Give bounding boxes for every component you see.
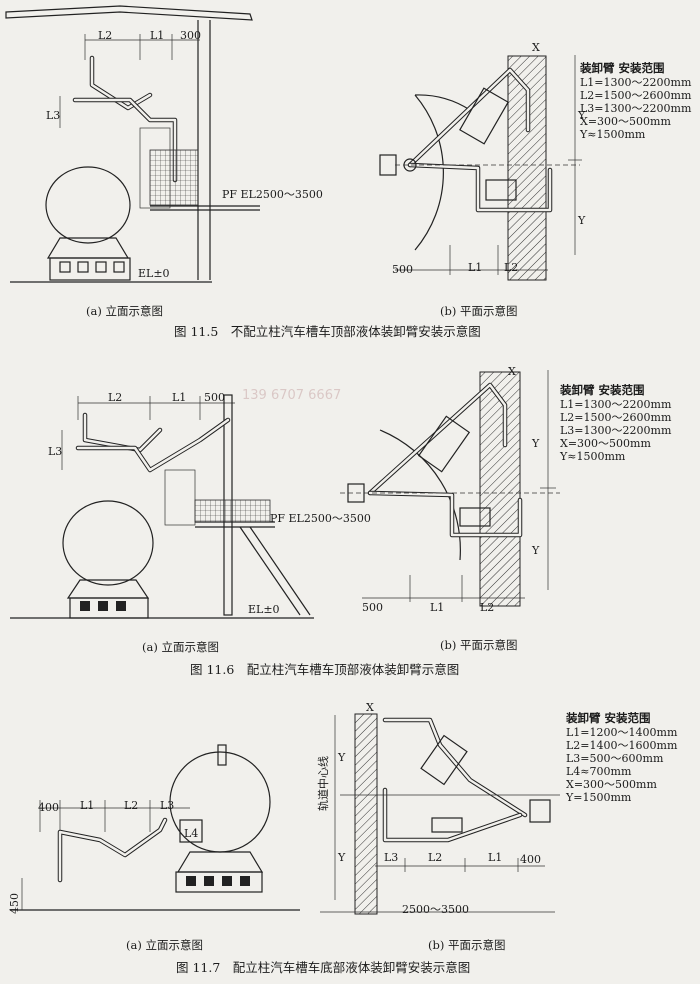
fig7-plan-drawing <box>320 713 560 915</box>
fig7-dim-400: 400 <box>38 801 59 814</box>
fig6-plan-L2: L2 <box>480 601 495 614</box>
fig5-dim-L1: L1 <box>150 29 165 42</box>
fig6-range-line: L1=1300～2200mm <box>560 398 672 411</box>
fig7-plan-y1: Y <box>338 751 346 764</box>
fig5-caption: 图 11.5 不配立柱汽车槽车顶部液体装卸臂安装示意图 <box>174 324 481 339</box>
fig7-caption: 图 11.7 配立柱汽车槽车底部液体装卸臂安装示意图 <box>176 960 471 975</box>
fig5-plan-L1: L1 <box>468 261 483 274</box>
fig6-platform-elevation: PF EL2500～3500 <box>270 512 371 525</box>
fig7-plan-L3: L3 <box>384 851 399 864</box>
fig5-install-range: 装卸臂 安装范围 L1=1300～2200mm L2=1500～2600mm L… <box>580 61 692 142</box>
fig5-range-line: X=300～500mm <box>580 115 671 128</box>
fig6-range-line: L2=1500～2600mm <box>560 411 672 424</box>
fig7-plan-L1: L1 <box>488 851 503 864</box>
fig6-range-line: L3=1300～2200mm <box>560 424 672 437</box>
fig6-plan-500: 500 <box>362 601 383 614</box>
fig6-plan-L1: L1 <box>430 601 445 614</box>
fig5-range-line: L3=1300～2200mm <box>580 102 692 115</box>
fig7-dim-L3: L3 <box>160 799 175 812</box>
fig6-plan-y2: Y <box>532 544 540 557</box>
fig5-range-line: L2=1500～2600mm <box>580 89 692 102</box>
fig7-range-line: L3=500～600mm <box>566 752 664 765</box>
fig7-plan-width: 2500～3500 <box>402 903 469 916</box>
fig6-elevation-drawing <box>10 394 314 619</box>
fig6-ground-elevation: EL±0 <box>248 603 280 616</box>
fig5-plan-x: X <box>532 41 540 54</box>
fig5-range-title: 装卸臂 安装范围 <box>580 61 665 75</box>
fig6-plan-y1: Y <box>532 437 540 450</box>
fig7-range-line: L2=1400～1600mm <box>566 739 678 752</box>
fig7-install-range: 装卸臂 安装范围 L1=1200～1400mm L2=1400～1600mm L… <box>566 711 678 805</box>
fig5-subcaption-a: (a) 立面示意图 <box>86 304 163 318</box>
fig7-range-title: 装卸臂 安装范围 <box>566 711 651 725</box>
fig6-plan-drawing <box>340 370 560 607</box>
fig6-caption: 图 11.6 配立柱汽车槽车顶部液体装卸臂示意图 <box>190 662 460 677</box>
fig7-elevation-drawing <box>10 744 300 911</box>
fig6-range-line: X=300～500mm <box>560 437 651 450</box>
fig6-range-title: 装卸臂 安装范围 <box>560 383 645 397</box>
fig6-plan-x: X <box>508 365 516 378</box>
fig7-subcaption-b: (b) 平面示意图 <box>428 938 506 952</box>
fig7-plan-400: 400 <box>520 853 541 866</box>
fig6-dim-L1: L1 <box>172 391 187 404</box>
fig5-elevation-drawing <box>5 5 260 283</box>
fig5-plan-y2: Y <box>578 214 586 227</box>
fig5-range-line: Y≈1500mm <box>580 128 646 141</box>
fig6-dim-500: 500 <box>204 391 225 404</box>
fig7-plan-L2: L2 <box>428 851 443 864</box>
fig6-dim-L2: L2 <box>108 391 123 404</box>
fig7-range-line: Y=1500mm <box>566 791 632 804</box>
fig5-ground-elevation: EL±0 <box>138 267 170 280</box>
fig5-plan-L2: L2 <box>504 261 519 274</box>
fig6-dim-L3: L3 <box>48 445 63 458</box>
fig5-range-line: L1=1300～2200mm <box>580 76 692 89</box>
fig6-subcaption-b: (b) 平面示意图 <box>440 638 518 652</box>
fig5-plan-drawing <box>379 55 582 281</box>
fig6-range-line: Y≈1500mm <box>560 450 626 463</box>
fig7-range-line: L4≈700mm <box>566 765 632 778</box>
fig5-subcaption-b: (b) 平面示意图 <box>440 304 518 318</box>
fig5-plan-y1: Y <box>578 109 586 122</box>
fig6-subcaption-a: (a) 立面示意图 <box>142 640 219 654</box>
fig7-dim-L1: L1 <box>80 799 95 812</box>
fig5-dim-L3: L3 <box>46 109 61 122</box>
phone-watermark: 139 6707 6667 <box>242 388 342 403</box>
fig7-dim-450: 450 <box>8 893 21 914</box>
fig7-subcaption-a: (a) 立面示意图 <box>126 938 203 952</box>
fig7-plan-y2: Y <box>338 851 346 864</box>
fig5-dim-L2: L2 <box>98 29 113 42</box>
fig5-dim-300: 300 <box>180 29 201 42</box>
fig5-platform-elevation: PF EL2500～3500 <box>222 188 323 201</box>
fig7-plan-x: X <box>366 701 374 714</box>
fig7-range-line: L1=1200～1400mm <box>566 726 678 739</box>
fig6-install-range: 装卸臂 安装范围 L1=1300～2200mm L2=1500～2600mm L… <box>560 383 672 464</box>
fig5-plan-500: 500 <box>392 263 413 276</box>
fig7-range-line: X=300～500mm <box>566 778 657 791</box>
fig7-track-centerline: 轨道中心线 <box>317 756 330 811</box>
fig7-dim-L2: L2 <box>124 799 139 812</box>
fig7-dim-L4: L4 <box>184 827 199 840</box>
